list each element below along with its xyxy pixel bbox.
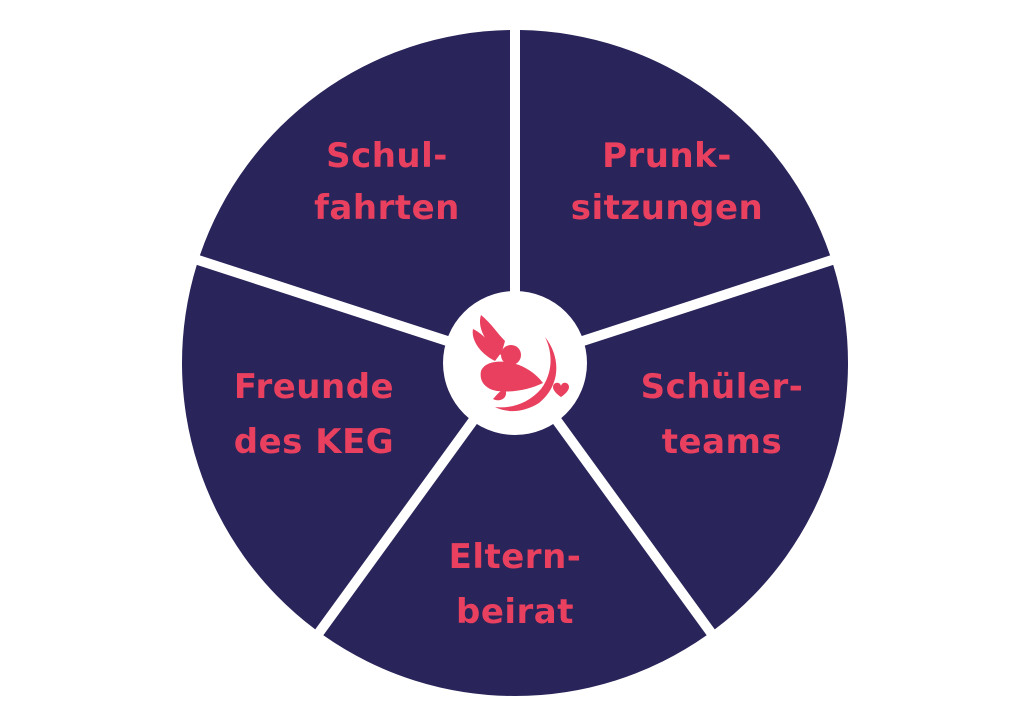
wheel-segment-schulfahrten bbox=[523, 264, 849, 630]
segment-label-schulfahrten-line2: fahrten bbox=[314, 188, 460, 228]
segment-label-prunksitzungen-line1: Prunk- bbox=[602, 136, 732, 176]
wheel-segment-prunksitzungen bbox=[323, 371, 707, 697]
segment-label-elternbeirat-line1: Eltern- bbox=[449, 537, 582, 577]
segment-label-freunde-line2: des KEG bbox=[234, 422, 394, 462]
segment-label-freunde-line1: Freunde bbox=[234, 367, 394, 407]
center-hub bbox=[443, 291, 587, 435]
wheel-segment-schuelerteams bbox=[181, 264, 507, 630]
segment-label-prunksitzungen-line2: sitzungen bbox=[571, 188, 763, 228]
wheel-segment-freunde bbox=[520, 30, 831, 357]
cupid-angel-icon bbox=[472, 315, 569, 412]
segment-label-schulfahrten-line1: Schul- bbox=[326, 136, 448, 176]
segment-label-elternbeirat-line2: beirat bbox=[456, 592, 574, 632]
segment-label-schuelerteams-line2: teams bbox=[662, 422, 782, 462]
wheel-segment-elternbeirat bbox=[199, 30, 510, 357]
wheel-segments bbox=[181, 30, 849, 697]
wheel-labels: Schul- fahrten Prunk- sitzungen Schüler-… bbox=[234, 136, 804, 632]
segment-label-schuelerteams-line1: Schüler- bbox=[641, 367, 804, 407]
